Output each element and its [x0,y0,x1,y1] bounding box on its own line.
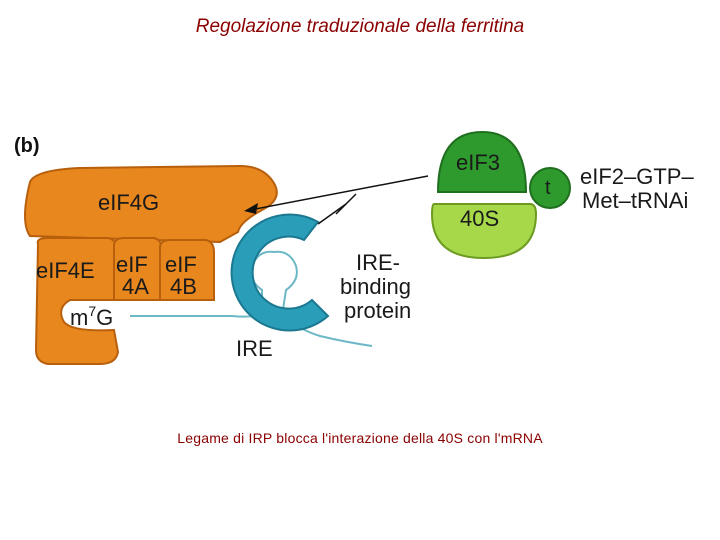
irebp-label-line3: protein [344,298,411,323]
eif4e-label: eIF4E [36,258,95,283]
recruitment-arrow [249,175,429,211]
m7g-superscript: 7 [88,303,96,319]
s40-label: 40S [460,206,499,231]
eif3-label: eIF3 [456,150,500,175]
slide-caption: Legame di IRP blocca l'interazione della… [177,430,543,446]
complex-label-line2: Met–tRNAi [582,188,688,213]
ire-binding-protein-shape [230,213,330,332]
eif4b-shape [159,239,215,301]
recruitment-arrowhead [244,203,258,214]
complex-label-line1: eIF2–GTP– [580,164,694,189]
m7g-label: m7G [70,303,113,330]
s40-shape [430,203,538,260]
eif4g-shape [24,164,278,244]
m7g-g: G [96,305,113,330]
mrna-ire-strand [231,250,373,347]
t-shape [529,167,571,209]
eif4a-label-bottom: 4A [122,274,149,299]
slide-title: Regolazione traduzionale della ferritina [195,16,525,37]
irebp-label-line2: binding [340,274,411,299]
eif3-shape [436,130,528,193]
eif4a-label-top: eIF [116,252,148,277]
panel-label: (b) [14,135,40,157]
eif4b-label-top: eIF [165,252,197,277]
eif4b-label-bottom: 4B [170,274,197,299]
block-bar-stem [317,203,347,225]
eif4e-shape [34,237,120,365]
eif4g-label: eIF4G [98,190,159,215]
t-label: t [545,177,551,199]
m7g-m: m [70,305,88,330]
irebp-label-line1: IRE- [356,250,400,275]
ire-label: IRE [236,336,273,361]
